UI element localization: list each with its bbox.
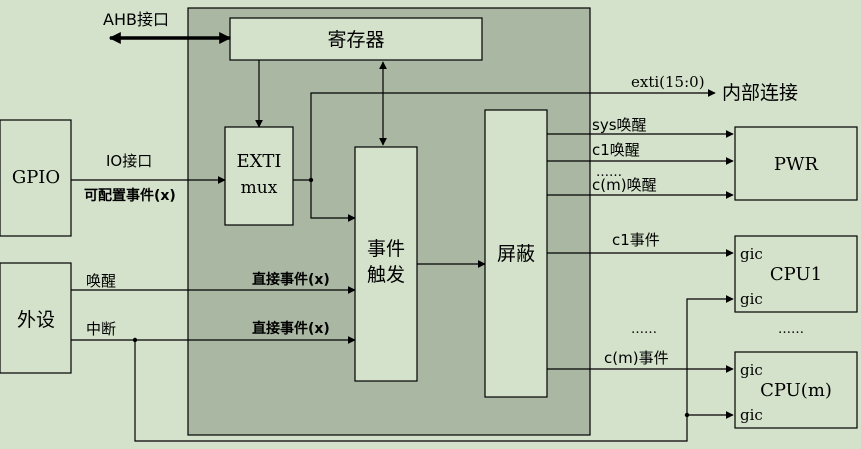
cpum-label: CPU(m) <box>760 380 832 401</box>
io-interface-label: IO接口 <box>106 152 152 170</box>
pwr-label: PWR <box>774 154 819 175</box>
mask-label: 屏蔽 <box>497 243 535 265</box>
cpu1-gic-bottom: gic <box>740 290 763 308</box>
bypass-to-cpu1-gic <box>686 295 734 415</box>
middle-dots-label: …… <box>631 322 657 337</box>
cpu1-gic-top: gic <box>740 245 763 263</box>
gpio-label: GPIO <box>12 167 60 188</box>
right-dots-label: …… <box>778 322 804 337</box>
event-trigger-label-1: 事件 <box>367 238 405 260</box>
c1-event-label: c1事件 <box>612 231 660 249</box>
direct-event-2-label: 直接事件(x) <box>252 320 330 337</box>
mux-to-trigger-arrow <box>310 180 356 222</box>
internal-conn-label: 内部连接 <box>722 82 798 104</box>
cpu1-label: CPU1 <box>770 264 822 285</box>
cm-wakeup-label: c(m)唤醒 <box>592 176 657 194</box>
c1-wakeup-label: c1唤醒 <box>592 141 640 159</box>
pwr-box <box>734 126 858 201</box>
mask-box <box>484 109 548 398</box>
exti-mux-box <box>224 126 294 226</box>
sys-wakeup-label: sys唤醒 <box>592 116 647 134</box>
exti-mux-label-2: mux <box>241 178 278 198</box>
register-label: 寄存器 <box>327 29 384 51</box>
gpio-box <box>0 119 72 237</box>
cpum-gic-top: gic <box>740 361 763 379</box>
event-trigger-label-2: 触发 <box>367 264 405 286</box>
interrupt-bypass-line <box>134 340 688 442</box>
ahb-label: AHB接口 <box>103 10 169 29</box>
cpum-gic-bottom: gic <box>740 406 763 424</box>
register-box <box>229 17 483 61</box>
event-trigger-box <box>354 146 418 382</box>
wakeup-label: 唤醒 <box>86 272 116 290</box>
exti-mux-label-1: EXTI <box>236 151 281 172</box>
peripheral-label: 外设 <box>17 309 55 331</box>
direct-event-1-label: 直接事件(x) <box>252 271 330 288</box>
pwr-dots-label: …… <box>596 165 622 180</box>
cm-event-label: c(m)事件 <box>604 349 669 367</box>
peripheral-box <box>0 262 72 374</box>
cpum-box <box>734 351 858 429</box>
configurable-event-label: 可配置事件(x) <box>84 187 176 204</box>
exti-internal-line <box>310 89 716 180</box>
interrupt-label: 中断 <box>86 320 116 338</box>
cpu1-box <box>734 235 858 313</box>
exti-conn-label: exti(15:0) <box>631 73 705 91</box>
